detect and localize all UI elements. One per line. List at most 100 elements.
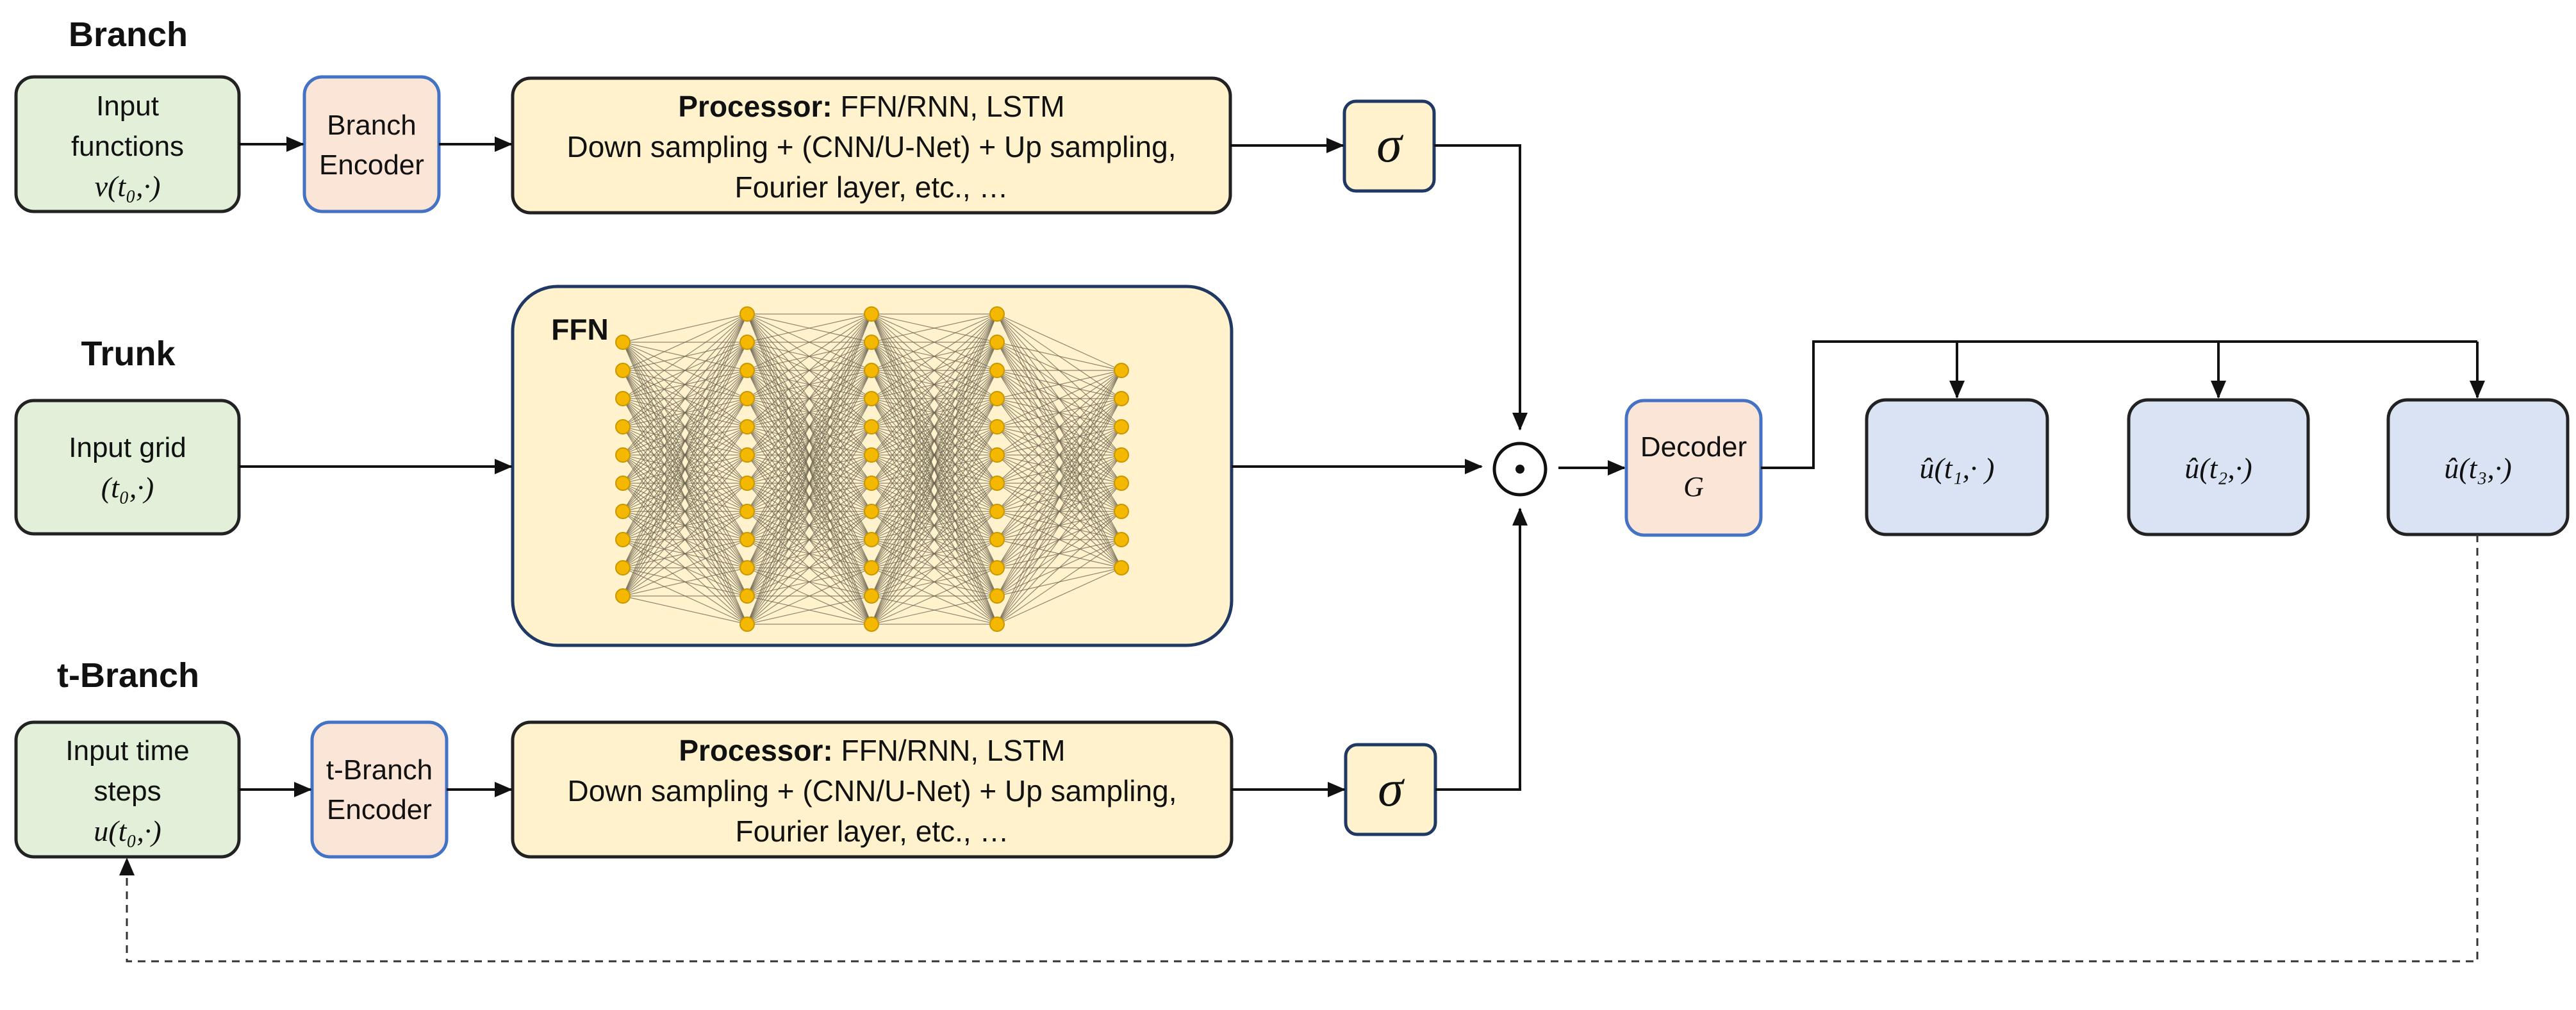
ffn-node-l1-n11 bbox=[739, 617, 755, 632]
output-label-2: û(t₂,·) bbox=[2184, 452, 2252, 484]
branch-processor-line3: Fourier layer, etc., … bbox=[735, 170, 1009, 204]
branch-input-box: Input functions v(t₀,·) bbox=[14, 75, 241, 213]
section-title-branch: Branch bbox=[69, 15, 188, 54]
tbranch-sigma-symbol: σ bbox=[1378, 761, 1405, 817]
arrow-branch-sigma-to-product bbox=[1434, 144, 1528, 431]
branch-sigma-box: σ bbox=[1342, 99, 1436, 193]
branch-sigma-symbol: σ bbox=[1376, 117, 1403, 173]
ffn-node-l1-n5 bbox=[739, 447, 755, 463]
output-box-1: û(t₁,· ) bbox=[1865, 398, 2049, 536]
ffn-node-l3-n4 bbox=[989, 419, 1005, 435]
ffn-node-l3-n8 bbox=[989, 532, 1005, 547]
tbranch-input-line3: u(t₀,·) bbox=[94, 815, 161, 847]
tbranch-sigma-box: σ bbox=[1344, 743, 1437, 836]
ffn-node-l3-n6 bbox=[989, 476, 1005, 491]
hadamard-product-symbol bbox=[1492, 442, 1548, 497]
ffn-node-l2-n5 bbox=[864, 447, 879, 463]
ffn-node-l0-n7 bbox=[615, 532, 631, 547]
ffn-node-l1-n6 bbox=[739, 476, 755, 491]
ffn-network bbox=[615, 306, 1129, 632]
ffn-node-l1-n4 bbox=[739, 419, 755, 435]
branch-input-line1: Input bbox=[96, 90, 159, 122]
section-title-tbranch: t-Branch bbox=[57, 656, 199, 695]
ffn-connections bbox=[622, 313, 1122, 625]
ffn-node-l4-n3 bbox=[1114, 447, 1129, 463]
ffn-node-l2-n3 bbox=[864, 391, 879, 406]
ffn-node-l0-n2 bbox=[615, 391, 631, 406]
ffn-node-l1-n1 bbox=[739, 335, 755, 350]
branch-input-line2: functions bbox=[71, 131, 184, 162]
ffn-node-l1-n3 bbox=[739, 391, 755, 406]
branch-processor-line1: Processor: FFN/RNN, LSTM bbox=[678, 90, 1064, 123]
tbranch-input-box: Input time steps u(t₀,·) bbox=[14, 720, 241, 859]
ffn-node-l3-n1 bbox=[989, 335, 1005, 350]
branch-input-line3: v(t₀,·) bbox=[95, 170, 161, 203]
ffn-node-l3-n5 bbox=[989, 447, 1005, 463]
tbranch-processor-line2: Down sampling + (CNN/U-Net) + Up samplin… bbox=[568, 774, 1177, 807]
ffn-node-l4-n6 bbox=[1114, 532, 1129, 547]
ffn-box: FFN bbox=[511, 285, 1234, 647]
tbranch-processor-line1: Processor: FFN/RNN, LSTM bbox=[679, 734, 1065, 767]
trunk-input-box: Input grid (t₀,·) bbox=[14, 399, 241, 536]
ffn-node-l1-n7 bbox=[739, 504, 755, 519]
ffn-node-l0-n8 bbox=[615, 560, 631, 575]
branch-processor-box: Processor: FFN/RNN, LSTM Down sampling +… bbox=[511, 76, 1232, 215]
ffn-node-l3-n9 bbox=[989, 560, 1005, 575]
output-label-3: û(t₃,·) bbox=[2444, 452, 2511, 484]
ffn-node-l4-n2 bbox=[1114, 419, 1129, 435]
ffn-node-l4-n7 bbox=[1114, 560, 1129, 575]
tbranch-input-line2: steps bbox=[94, 775, 161, 807]
tbranch-input-line1: Input time bbox=[65, 735, 189, 766]
section-title-trunk: Trunk bbox=[81, 335, 176, 373]
branch-encoder-line1: Branch bbox=[327, 110, 416, 141]
ffn-node-l3-n0 bbox=[989, 306, 1005, 322]
trunk-input-line1: Input grid bbox=[69, 432, 186, 463]
tbranch-encoder-line1: t-Branch bbox=[326, 754, 433, 786]
tbranch-encoder-box: t-Branch Encoder bbox=[310, 720, 449, 859]
connector-decoder-to-outputs bbox=[1761, 340, 2477, 469]
ffn-node-l4-n1 bbox=[1114, 391, 1129, 406]
ffn-node-l2-n10 bbox=[864, 588, 879, 604]
ffn-node-l2-n11 bbox=[864, 617, 879, 632]
ffn-node-l2-n4 bbox=[864, 419, 879, 435]
ffn-node-l0-n9 bbox=[615, 588, 631, 604]
ffn-node-l0-n6 bbox=[615, 504, 631, 519]
ffn-node-l2-n0 bbox=[864, 306, 879, 322]
output-box-2: û(t₂,·) bbox=[2127, 398, 2310, 536]
arrow-tbranch-sigma-to-product bbox=[1435, 508, 1528, 791]
ffn-node-l3-n11 bbox=[989, 617, 1005, 632]
ffn-node-l2-n2 bbox=[864, 363, 879, 378]
ffn-node-l3-n7 bbox=[989, 504, 1005, 519]
trunk-input-line2: (t₀,·) bbox=[101, 471, 154, 504]
ffn-node-l3-n2 bbox=[989, 363, 1005, 378]
feedback-dashed-loop bbox=[119, 534, 2479, 963]
ffn-node-l2-n6 bbox=[864, 476, 879, 491]
tbranch-processor-box: Processor: FFN/RNN, LSTM Down sampling +… bbox=[511, 720, 1234, 859]
ffn-node-l3-n10 bbox=[989, 588, 1005, 604]
ffn-node-l2-n9 bbox=[864, 560, 879, 575]
branch-encoder-box: Branch Encoder bbox=[302, 75, 441, 213]
ffn-node-l3-n3 bbox=[989, 391, 1005, 406]
ffn-node-l4-n4 bbox=[1114, 476, 1129, 491]
ffn-node-l1-n2 bbox=[739, 363, 755, 378]
ffn-node-l2-n8 bbox=[864, 532, 879, 547]
output-box-3: û(t₃,·) bbox=[2386, 398, 2570, 536]
ffn-node-l2-n1 bbox=[864, 335, 879, 350]
tbranch-processor-line3: Fourier layer, etc., … bbox=[736, 815, 1009, 848]
ffn-node-l1-n10 bbox=[739, 588, 755, 604]
ffn-label: FFN bbox=[551, 313, 608, 346]
ffn-node-l2-n7 bbox=[864, 504, 879, 519]
ffn-node-l0-n3 bbox=[615, 419, 631, 435]
ffn-node-l1-n0 bbox=[739, 306, 755, 322]
ffn-node-l4-n0 bbox=[1114, 363, 1129, 378]
ffn-node-l0-n0 bbox=[615, 335, 631, 350]
tbranch-encoder-line2: Encoder bbox=[327, 794, 432, 825]
ffn-node-l0-n4 bbox=[615, 447, 631, 463]
ffn-node-l4-n5 bbox=[1114, 504, 1129, 519]
branch-encoder-line2: Encoder bbox=[319, 149, 424, 181]
ffn-node-l1-n9 bbox=[739, 560, 755, 575]
ffn-node-l0-n1 bbox=[615, 363, 631, 378]
branch-processor-line2: Down sampling + (CNN/U-Net) + Up samplin… bbox=[567, 130, 1177, 163]
decoder-box: Decoder G bbox=[1624, 399, 1763, 537]
